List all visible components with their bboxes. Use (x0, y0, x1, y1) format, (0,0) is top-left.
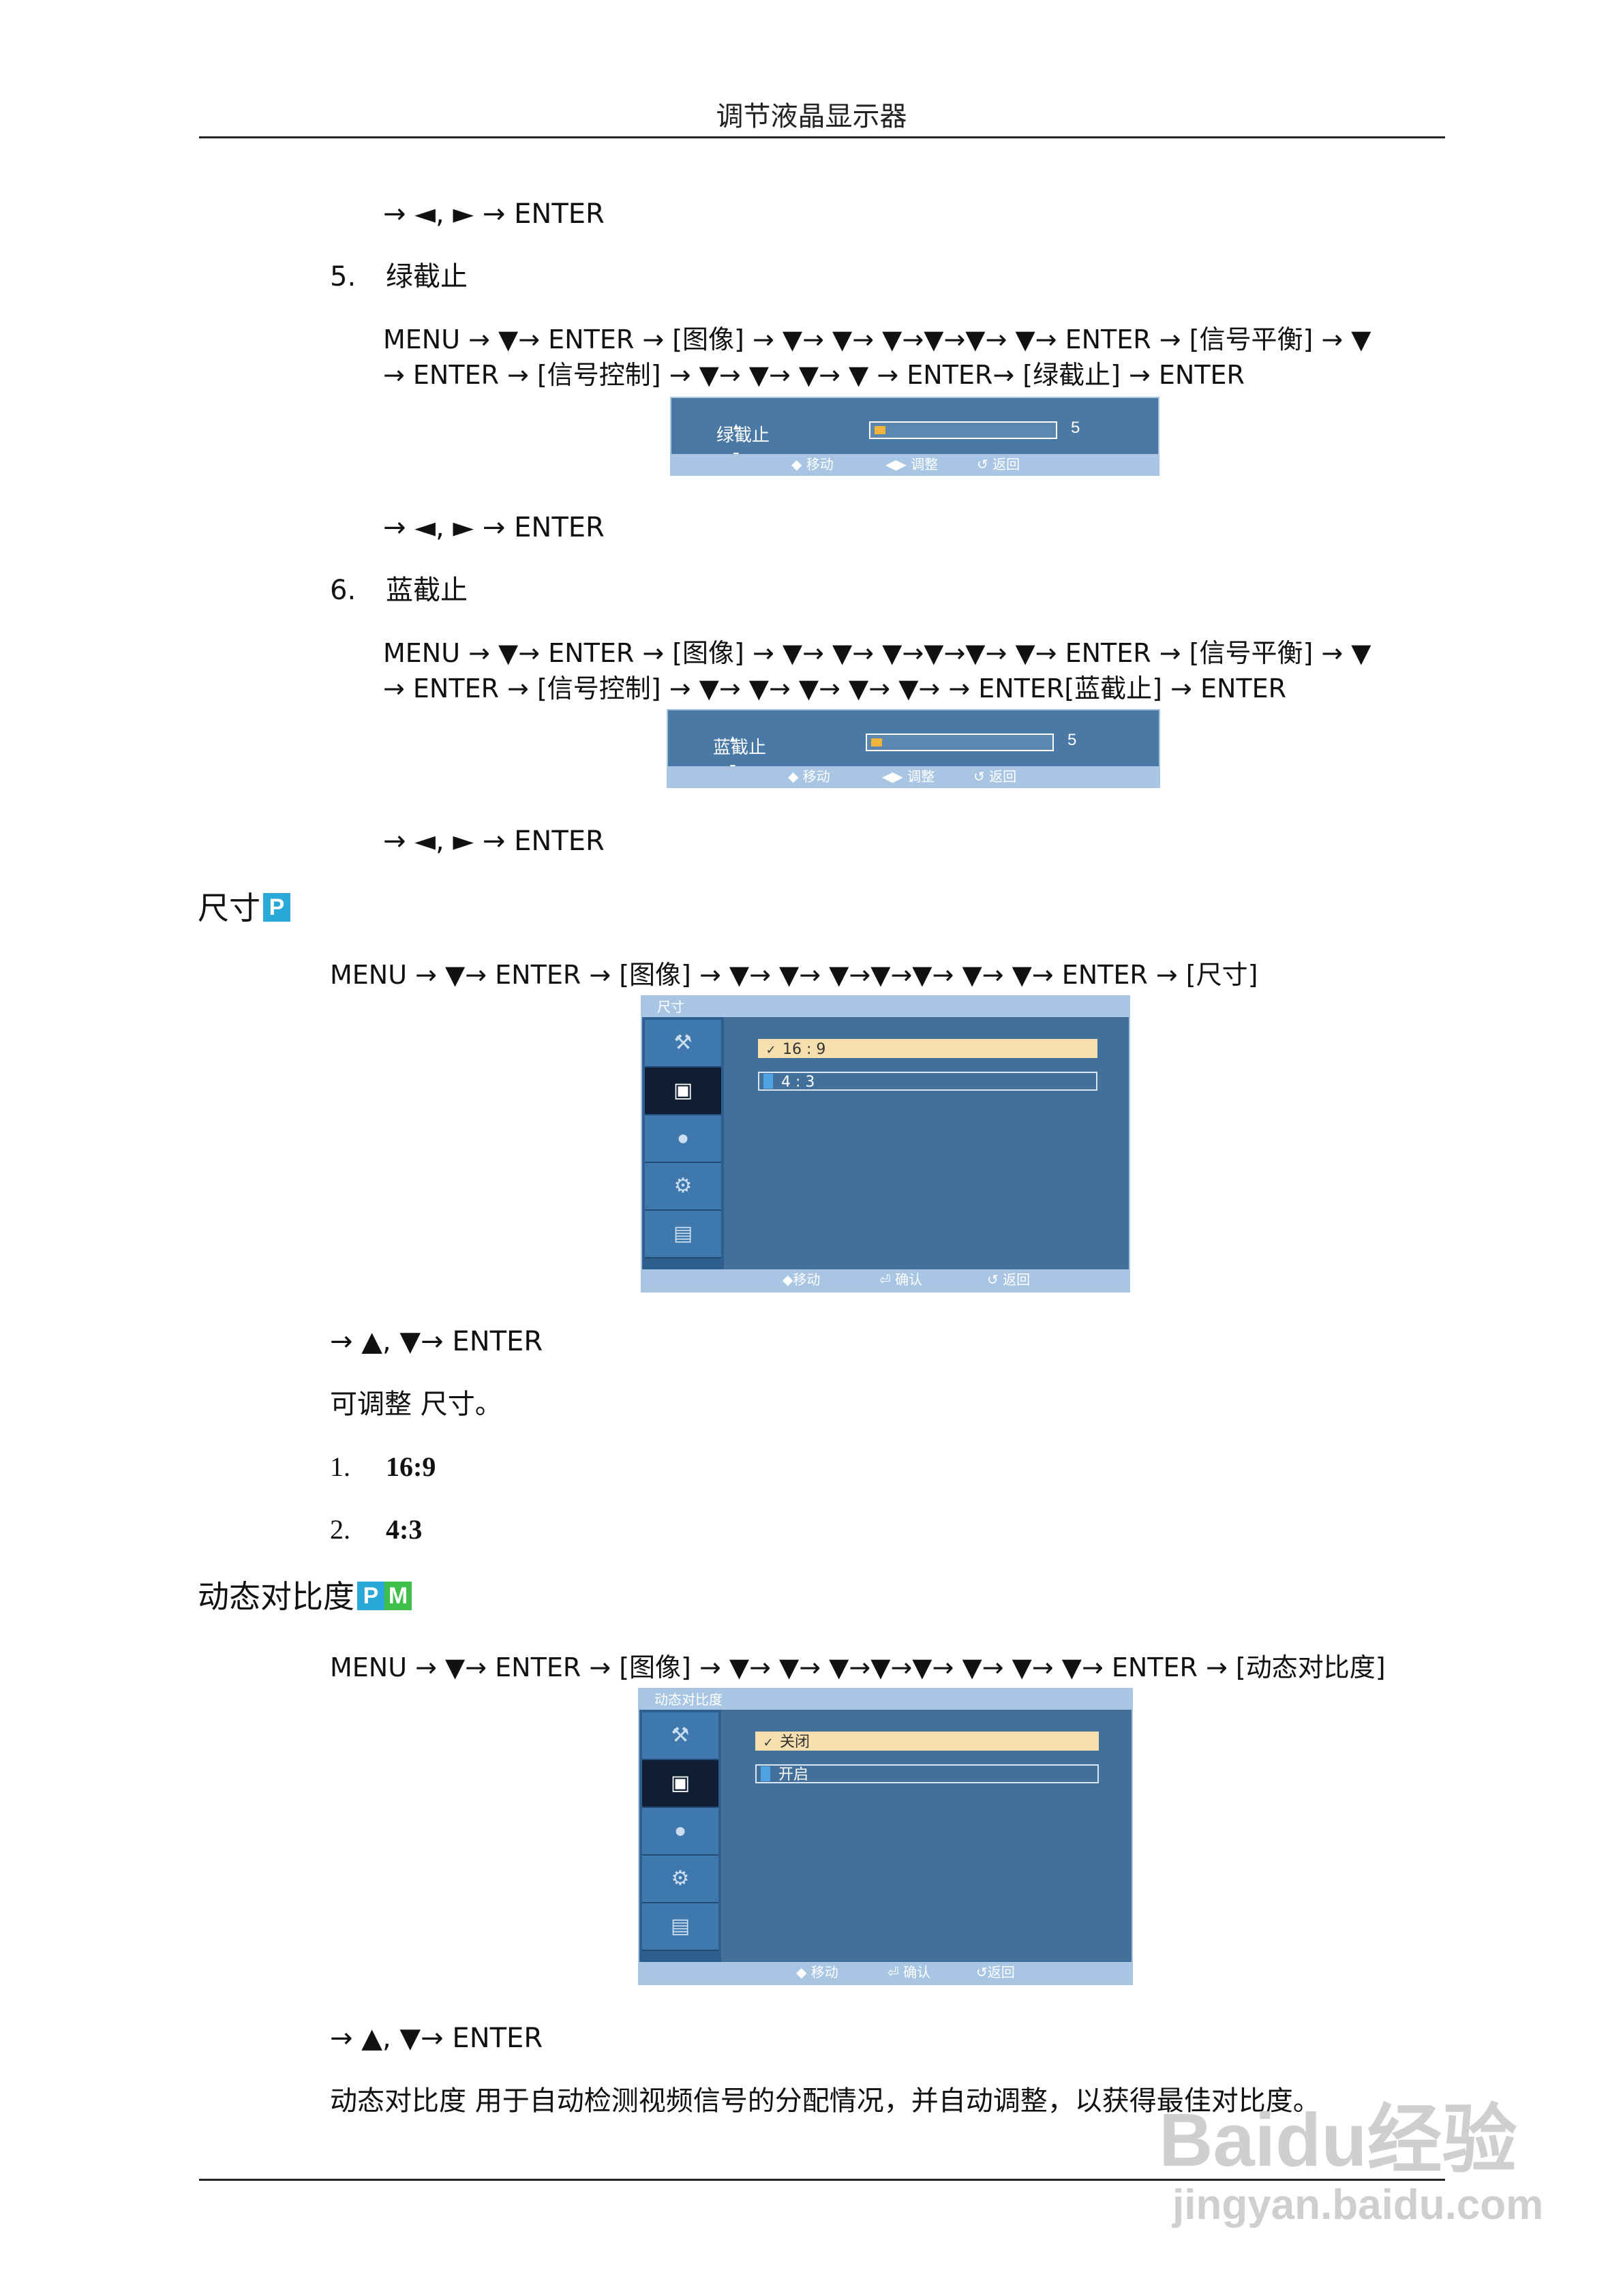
option[interactable]: 开启 (755, 1764, 1099, 1783)
move-hint: ◆ 移动 (788, 768, 830, 785)
osd-sidebar: ⚒ ▣ ● ⚙ ▤ (642, 1017, 724, 1269)
sound-icon[interactable]: ● (645, 1115, 721, 1163)
blue-cutoff-osd: ▲▼ 蓝截止 5 ◆ 移动 ◀▶ 调整 ↺ 返回 (667, 709, 1160, 788)
after-step-line: → ▲, ▼→ ENTER (330, 2023, 543, 2054)
list-item: 2.4:3 (330, 1514, 423, 1545)
multi-control-icon[interactable]: ▤ (642, 1903, 718, 1951)
move-hint: ◆ 移动 (791, 456, 834, 472)
move-hint: ◆ 移动 (796, 1964, 838, 1980)
p-badge-icon: P (263, 893, 290, 922)
sound-icon[interactable]: ● (642, 1808, 718, 1856)
watermark-logo: Baidu经验 (1159, 2098, 1517, 2182)
section-title: 动态对比度 (198, 1578, 354, 1615)
check-icon: ✓ (765, 1043, 776, 1057)
size-description: 可调整 尺寸。 (330, 1389, 502, 1420)
option-selected[interactable]: ✓16 : 9 (758, 1039, 1097, 1058)
item-title: 绿截止 (386, 261, 468, 292)
after-step-line: → ◄, ► → ENTER (383, 826, 605, 857)
dynamic-contrast-osd: 动态对比度 ⚒ ▣ ● ⚙ ▤ ✓关闭 开启 ◆ 移动 ⏎ 确认 ↺返回 (638, 1688, 1133, 1985)
osd-title: 动态对比度 (639, 1689, 1132, 1710)
osd-sidebar: ⚒ ▣ ● ⚙ ▤ (639, 1710, 721, 1962)
item-title: 蓝截止 (386, 575, 468, 606)
confirm-hint: ⏎ 确认 (879, 1271, 923, 1288)
level-slider[interactable] (866, 734, 1054, 751)
blue-cutoff-heading: 6. 蓝截止 (330, 573, 468, 608)
osd-footer: ◆ 移动 ◀▶ 调整 ↺ 返回 (671, 454, 1158, 474)
menu-path-line: → ENTER → [信号控制] → ▼→ ▼→ ▼→ ▼→ ▼→ → ENTE… (383, 674, 1287, 704)
picture-icon[interactable]: ▣ (642, 1760, 718, 1808)
osd-footer: ◆ 移动 ◀▶ 调整 ↺ 返回 (668, 766, 1159, 787)
section-title: 尺寸 (198, 890, 260, 926)
menu-path-line: MENU → ▼→ ENTER → [图像] → ▼→ ▼→ ▼→▼→▼→ ▼→… (383, 638, 1371, 668)
check-icon: ✓ (763, 1736, 774, 1750)
setup-icon[interactable]: ⚙ (645, 1163, 721, 1211)
back-hint: ↺ 返回 (977, 456, 1020, 472)
item-number: 5. (330, 261, 357, 292)
input-icon[interactable]: ⚒ (645, 1020, 721, 1068)
osd-footer: ◆移动 ⏎ 确认 ↺ 返回 (642, 1269, 1129, 1291)
menu-path-line: MENU → ▼→ ENTER → [图像] → ▼→ ▼→ ▼→▼→▼→ ▼→… (330, 1652, 1386, 1682)
dynamic-contrast-description: 动态对比度 用于自动检测视频信号的分配情况，并自动调整，以获得最佳对比度。 (330, 2085, 1320, 2117)
slider-value: 5 (1067, 731, 1077, 749)
baidu-watermark: Baidu经验 jingyan.baidu.com (1159, 2100, 1543, 2229)
multi-control-icon[interactable]: ▤ (645, 1211, 721, 1258)
after-step-line: → ◄, ► → ENTER (383, 512, 605, 543)
adjust-hint: ◀▶ 调整 (885, 456, 939, 472)
input-icon[interactable]: ⚒ (642, 1712, 718, 1760)
option[interactable]: 4 : 3 (758, 1072, 1097, 1091)
slider-fill (871, 738, 882, 746)
slider-fill (875, 426, 885, 434)
list-item: 1.16:9 (330, 1451, 436, 1482)
prev-step-line: → ◄, ► → ENTER (383, 198, 605, 230)
menu-path-line: MENU → ▼→ ENTER → [图像] → ▼→ ▼→ ▼→▼→▼→ ▼→… (383, 324, 1371, 354)
osd-footer: ◆ 移动 ⏎ 确认 ↺返回 (639, 1962, 1132, 1984)
osd-label: 蓝截止 (713, 738, 767, 758)
move-hint: ◆移动 (783, 1271, 821, 1288)
green-cutoff-osd: ▲▼ 绿截止 5 ◆ 移动 ◀▶ 调整 ↺ 返回 (670, 397, 1159, 476)
osd-label: 绿截止 (716, 425, 770, 446)
confirm-hint: ⏎ 确认 (888, 1964, 931, 1980)
menu-path-line: → ENTER → [信号控制] → ▼→ ▼→ ▼→ ▼ → ENTER→ [… (383, 360, 1245, 390)
back-hint: ↺返回 (976, 1964, 1015, 1980)
header-rule (199, 136, 1445, 138)
back-hint: ↺ 返回 (973, 768, 1017, 785)
page-header: 调节液晶显示器 (716, 101, 907, 132)
menu-path-line: MENU → ▼→ ENTER → [图像] → ▼→ ▼→ ▼→▼→▼→ ▼→… (330, 960, 1258, 990)
adjust-hint: ◀▶ 调整 (882, 768, 935, 785)
osd-title: 尺寸 (642, 997, 1129, 1017)
green-cutoff-heading: 5. 绿截止 (330, 259, 468, 294)
option-marker (761, 1766, 770, 1781)
level-slider[interactable] (869, 421, 1057, 439)
p-badge-icon: P (357, 1582, 384, 1610)
item-number: 6. (330, 575, 357, 606)
picture-icon[interactable]: ▣ (645, 1068, 721, 1115)
slider-value: 5 (1071, 419, 1080, 437)
size-osd: 尺寸 ⚒ ▣ ● ⚙ ▤ ✓16 : 9 4 : 3 ◆移动 ⏎ 确认 ↺ 返回 (641, 995, 1130, 1293)
back-hint: ↺ 返回 (987, 1271, 1031, 1288)
option-selected[interactable]: ✓关闭 (755, 1732, 1099, 1751)
after-step-line: → ▲, ▼→ ENTER (330, 1326, 543, 1357)
watermark-url: jingyan.baidu.com (1172, 2181, 1544, 2229)
setup-icon[interactable]: ⚙ (642, 1856, 718, 1903)
option-marker (763, 1074, 773, 1089)
m-badge-icon: M (384, 1582, 412, 1610)
footer-rule (199, 2179, 1445, 2181)
